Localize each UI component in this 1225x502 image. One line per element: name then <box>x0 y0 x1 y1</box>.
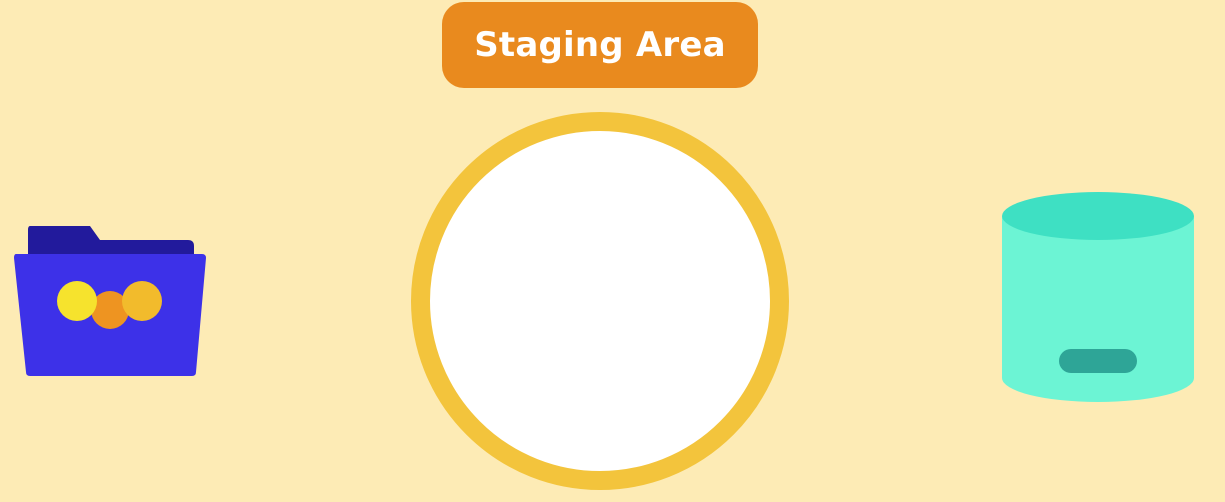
folder-dot-orange <box>91 291 129 329</box>
database-body-shape <box>1002 216 1194 402</box>
folder-dot-yellow <box>57 281 97 321</box>
staging-ring <box>411 112 789 490</box>
folder-dot-gold <box>122 281 162 321</box>
folder-icon <box>12 226 208 378</box>
staging-area-label-text: Staging Area <box>474 25 726 65</box>
database-slot <box>1059 349 1137 373</box>
staging-area-label: Staging Area <box>442 2 758 88</box>
database-top-shape <box>1002 192 1194 240</box>
database-icon <box>1000 192 1198 412</box>
